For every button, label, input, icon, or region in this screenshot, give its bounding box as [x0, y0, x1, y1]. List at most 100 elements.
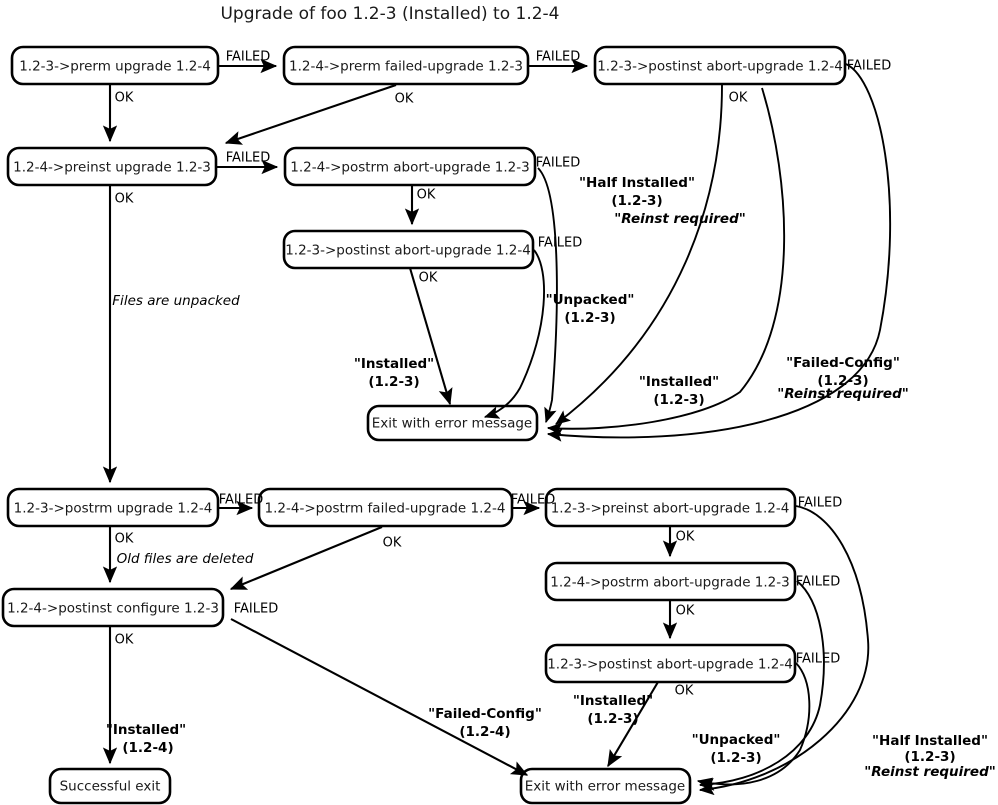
- node-successful-exit[interactable]: Successful exit: [48, 767, 172, 805]
- node-preinst-upgrade[interactable]: 1.2-4->preinst upgrade 1.2-3: [6, 146, 218, 187]
- node-label: Exit with error message: [372, 416, 532, 432]
- edge-label-failed: FAILED: [796, 652, 840, 667]
- state-label-half-installed-lower-version: (1.2-3): [904, 749, 955, 765]
- edge-label-ok: OK: [395, 92, 414, 107]
- page-title: Upgrade of foo 1.2-3 (Installed) to 1.2-…: [220, 4, 559, 24]
- state-label-half-installed-lower: "Half Installed": [872, 733, 988, 749]
- state-label-installed-version: (1.2-3): [368, 374, 419, 390]
- edge-postinstabortlow-ok-to-exit: [607, 681, 659, 768]
- edge-postinstaborttop-failed-to-exit: [546, 63, 892, 442]
- state-label-installed-right-version: (1.2-3): [653, 392, 704, 408]
- state-label-installed-lower-version: (1.2-3): [587, 711, 638, 727]
- note-old-files-deleted: Old files are deleted: [117, 551, 254, 567]
- note-files-unpacked: Files are unpacked: [112, 293, 240, 309]
- node-exit-error-lower[interactable]: Exit with error message: [519, 767, 692, 805]
- node-label: 1.2-4->prerm failed-upgrade 1.2-3: [289, 59, 523, 75]
- edge-postinstabortlow-failed-to-exit: [696, 662, 811, 791]
- edge-label-failed: FAILED: [219, 493, 263, 508]
- node-label: 1.2-4->postinst configure 1.2-3: [7, 601, 219, 617]
- state-label-unpacked-lower-version: (1.2-3): [710, 750, 761, 766]
- node-prerm-failed-upgrade[interactable]: 1.2-4->prerm failed-upgrade 1.2-3: [282, 45, 530, 86]
- edge-postinstabortmid-failed-to-exit: [483, 249, 545, 419]
- node-postinst-abort-low[interactable]: 1.2-3->postinst abort-upgrade 1.2-4: [544, 643, 797, 684]
- state-label-failed-config-reinst: "Reinst required": [777, 386, 909, 402]
- node-box: [593, 45, 847, 86]
- edge-label-ok: OK: [675, 684, 694, 699]
- state-label-half-installed: "Half Installed": [579, 175, 695, 191]
- edge-postrmfailed-ok-to-configure: [229, 526, 383, 590]
- state-label-installed-final-version: (1.2-4): [122, 740, 173, 756]
- node-label: 1.2-4->postrm failed-upgrade 1.2-4: [265, 501, 506, 517]
- node-postinst-abort-mid[interactable]: 1.2-3->postinst abort-upgrade 1.2-4: [282, 229, 535, 270]
- edge-label-ok: OK: [115, 192, 134, 207]
- node-label: 1.2-4->postrm abort-upgrade 1.2-3: [550, 575, 789, 591]
- node-label: 1.2-4->preinst upgrade 1.2-3: [13, 160, 211, 176]
- edge-postrmabortlow-failed-to-exit: [698, 580, 825, 791]
- edge-label-ok: OK: [676, 530, 695, 545]
- edge-label-failed: FAILED: [226, 50, 270, 65]
- edge-label-failed: FAILED: [536, 156, 580, 171]
- node-label: Exit with error message: [525, 779, 685, 795]
- node-box: [544, 643, 797, 684]
- node-postrm-failed-upgrade[interactable]: 1.2-4->postrm failed-upgrade 1.2-4: [257, 487, 514, 528]
- state-label-installed-right: "Installed": [639, 374, 719, 390]
- node-label: 1.2-3->prerm upgrade 1.2-4: [19, 59, 211, 75]
- state-label-failed-config-version: (1.2-3): [817, 373, 868, 389]
- node-preinst-abort[interactable]: 1.2-3->preinst abort-upgrade 1.2-4: [544, 487, 797, 528]
- edge-postinstaborttop-ok-to-exit: [555, 84, 723, 425]
- node-postinst-configure[interactable]: 1.2-4->postinst configure 1.2-3: [1, 587, 225, 628]
- edge-prermfailed-ok-to-preinst: [224, 84, 397, 145]
- node-postrm-abort-low[interactable]: 1.2-4->postrm abort-upgrade 1.2-3: [544, 561, 797, 602]
- state-label-unpacked-lower: "Unpacked": [692, 732, 781, 748]
- node-box: [282, 229, 535, 270]
- edge-label-ok: OK: [676, 604, 695, 619]
- edge-label-ok: OK: [115, 532, 134, 547]
- edge-configure-failed-to-exit: [230, 618, 529, 776]
- node-label: 1.2-3->postinst abort-upgrade 1.2-4: [547, 657, 793, 673]
- node-box: [48, 767, 172, 805]
- edge-label-ok: OK: [417, 188, 436, 203]
- state-label-half-installed-lower-reinst: "Reinst required": [864, 764, 996, 780]
- edge-label-failed: FAILED: [538, 236, 582, 251]
- node-label: 1.2-4->postrm abort-upgrade 1.2-3: [290, 160, 529, 176]
- node-label: 1.2-3->postinst abort-upgrade 1.2-4: [597, 59, 843, 75]
- edge-label-ok: OK: [115, 91, 134, 106]
- state-label-unpacked-version: (1.2-3): [564, 310, 615, 326]
- state-label-reinst-required: "Reinst required": [614, 211, 746, 227]
- edge-label-ok: OK: [115, 633, 134, 648]
- state-label-installed-final: "Installed": [106, 722, 186, 738]
- node-postinst-abort-top[interactable]: 1.2-3->postinst abort-upgrade 1.2-4: [593, 45, 847, 86]
- state-label-failed-config-lower-version: (1.2-4): [459, 724, 510, 740]
- edge-label-ok: OK: [729, 91, 748, 106]
- node-label: 1.2-3->preinst abort-upgrade 1.2-4: [551, 501, 790, 517]
- node-label: 1.2-3->postrm upgrade 1.2-4: [14, 501, 213, 517]
- edge-label-failed: FAILED: [226, 151, 270, 166]
- state-label-failed-config: "Failed-Config": [786, 355, 900, 371]
- edge-preinstabort-failed-to-exit: [698, 505, 870, 796]
- state-label-installed: "Installed": [354, 356, 434, 372]
- edge-label-failed: FAILED: [798, 496, 842, 511]
- edge-label-ok: OK: [383, 536, 402, 551]
- node-label: Successful exit: [60, 779, 161, 795]
- edge-label-ok: OK: [419, 271, 438, 286]
- state-label-failed-config-lower: "Failed-Config": [428, 706, 542, 722]
- edge-label-failed: FAILED: [234, 602, 278, 617]
- node-postrm-abort-mid[interactable]: 1.2-4->postrm abort-upgrade 1.2-3: [283, 146, 537, 187]
- node-prerm-upgrade[interactable]: 1.2-3->prerm upgrade 1.2-4: [10, 45, 220, 86]
- edge-postrmabortmid-failed-to-exit: [537, 167, 558, 424]
- state-label-unpacked: "Unpacked": [546, 292, 635, 308]
- node-postrm-upgrade[interactable]: 1.2-3->postrm upgrade 1.2-4: [6, 487, 220, 528]
- edge-label-failed: FAILED: [796, 575, 840, 590]
- node-box: [283, 146, 537, 187]
- edge-installed-right-to-exit: [546, 87, 786, 436]
- edge-label-failed: FAILED: [536, 50, 580, 65]
- state-label-installed-lower: "Installed": [573, 693, 653, 709]
- node-box: [1, 587, 225, 628]
- node-box: [519, 767, 692, 805]
- edge-label-failed: FAILED: [511, 493, 555, 508]
- edge-label-failed: FAILED: [847, 59, 891, 74]
- state-label-half-installed-version: (1.2-3): [611, 193, 662, 209]
- node-exit-error-upper[interactable]: Exit with error message: [366, 404, 539, 442]
